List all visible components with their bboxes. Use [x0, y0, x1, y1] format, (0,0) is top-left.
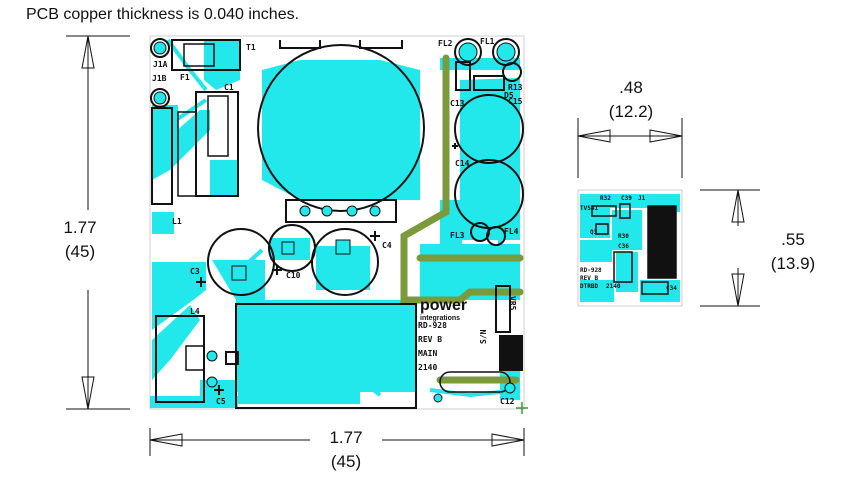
label-t1: T1: [246, 43, 256, 52]
small-label-q3: Q3: [590, 229, 598, 236]
label-c14: C14: [455, 159, 470, 168]
small-label-j1: J1: [638, 195, 646, 202]
main-width-dim-mm: (45): [330, 452, 362, 471]
small-height-dim-mm: (13.9): [770, 254, 816, 273]
small-label-c36: C36: [618, 243, 629, 250]
logo-power: power: [420, 297, 467, 314]
main-height-dim-inches: 1.77: [63, 218, 97, 237]
small-label-rev: REV B: [580, 275, 598, 282]
label-d5: D5: [504, 91, 514, 100]
small-dimension-lines: [577, 118, 760, 307]
polarity-marks: [196, 143, 458, 395]
label-j1b: J1B: [152, 74, 167, 83]
small-label-code: 2140: [606, 283, 621, 290]
label-c13: C13: [450, 99, 465, 108]
label-l4: L4: [190, 307, 200, 316]
label-sn: S/N: [479, 329, 488, 344]
small-label-tvs41: TVS41: [580, 205, 598, 212]
label-vr5: VR5: [508, 296, 517, 311]
label-c5: C5: [216, 397, 226, 406]
label-fl4: FL4: [504, 227, 519, 236]
page-title: PCB copper thickness is 0.040 inches.: [26, 6, 300, 23]
component-outlines: [150, 38, 524, 409]
label-main: MAIN: [418, 349, 437, 358]
small-label-rd: RD-928: [580, 267, 602, 274]
small-width-dim-mm: (12.2): [608, 102, 654, 121]
main-width-dim-inches: 1.77: [329, 428, 363, 447]
label-code: 2140: [418, 363, 437, 372]
small-outlines: [591, 203, 677, 295]
label-c15: C15: [508, 97, 523, 106]
label-fl3: FL3: [450, 231, 465, 240]
label-c1: C1: [224, 83, 234, 92]
label-f1: F1: [180, 73, 190, 82]
label-c12: C12: [500, 397, 515, 406]
small-width-dim-inches: .48: [619, 78, 643, 97]
main-silk-labels: T1 J1A J1B F1 C1 FL2 FL1 R13 D5 C13 C15 …: [152, 37, 523, 406]
label-r13: R13: [508, 83, 523, 92]
small-copper: [580, 194, 680, 302]
small-silk-labels: R32 C39 J1 TVS41 Q3 R30 C36 RD-928 REV B…: [580, 195, 677, 292]
label-fl2: FL2: [438, 39, 453, 48]
green-traces: [400, 54, 524, 384]
small-board: R32 C39 J1 TVS41 Q3 R30 C36 RD-928 REV B…: [577, 189, 683, 307]
label-c10: C10: [286, 271, 301, 280]
label-rev: REV B: [418, 335, 442, 344]
small-label-r32: R32: [600, 195, 611, 202]
label-c3: C3: [190, 267, 200, 276]
small-label-c34: C34: [666, 285, 677, 292]
small-label-c39: C39: [621, 195, 632, 202]
label-fl1: FL1: [480, 37, 495, 46]
origin-mark: [516, 402, 528, 414]
pads: [153, 41, 516, 403]
logo-integrations: integrations: [420, 315, 460, 322]
small-label-dtrbd: DTRBD: [580, 283, 598, 290]
main-board: T1 J1A J1B F1 C1 FL2 FL1 R13 D5 C13 C15 …: [149, 35, 528, 414]
label-c4: C4: [382, 241, 392, 250]
main-height-dim-mm: (45): [64, 242, 96, 261]
main-dimension-lines: [66, 35, 525, 456]
label-rd: RD-928: [418, 321, 447, 330]
small-height-dim-inches: .55: [781, 230, 805, 249]
label-l1: L1: [172, 217, 182, 226]
small-label-r30: R30: [618, 233, 629, 240]
label-j1a: J1A: [153, 60, 168, 69]
